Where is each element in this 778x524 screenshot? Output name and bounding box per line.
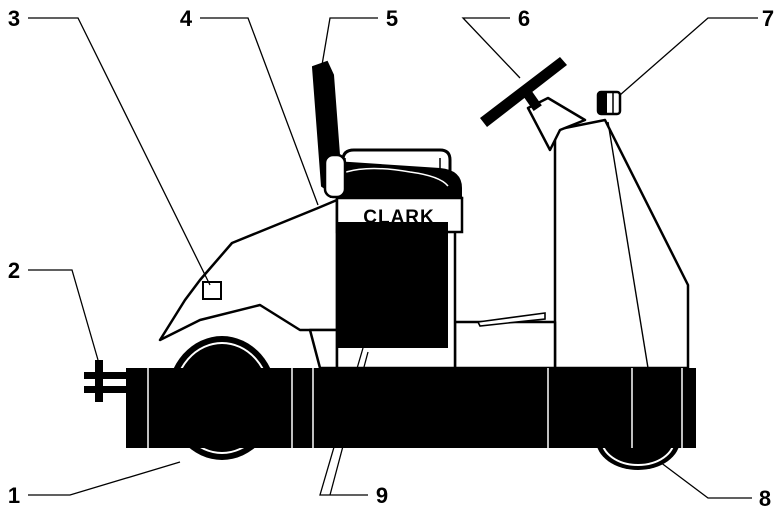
rear-body-crease <box>607 121 649 369</box>
leader-3 <box>28 17 211 286</box>
leader-2 <box>28 269 99 361</box>
rear-body <box>553 118 690 370</box>
callout-2: 2 <box>8 258 20 283</box>
leader-8 <box>659 461 752 499</box>
floor-deck <box>453 320 557 370</box>
callout-5: 5 <box>386 6 398 31</box>
callout-8: 8 <box>759 486 771 511</box>
leader-9 <box>319 347 368 496</box>
steering-wheel <box>480 57 567 127</box>
callout-9: 9 <box>376 483 388 508</box>
callout-6: 6 <box>518 6 530 31</box>
leader-7 <box>619 17 758 96</box>
hood-latch <box>202 281 222 300</box>
wheel-arch <box>308 328 339 370</box>
steering-column <box>526 96 587 152</box>
tow-hitch <box>84 360 134 402</box>
beacon-light <box>596 90 622 116</box>
callout-7: 7 <box>762 6 774 31</box>
access-panel <box>337 222 448 348</box>
seat-cushion <box>327 161 462 198</box>
callout-3: 3 <box>8 6 20 31</box>
chassis-frame <box>126 368 696 448</box>
front-hood <box>158 198 339 342</box>
leader-5 <box>321 17 378 66</box>
leader-1 <box>28 461 181 496</box>
leader-lines <box>28 17 758 499</box>
foot-pedal <box>476 312 546 327</box>
callout-4: 4 <box>180 6 193 31</box>
leader-6 <box>461 17 521 79</box>
seat-armrest <box>323 153 347 199</box>
callout-1: 1 <box>8 483 20 508</box>
leader-4 <box>200 17 319 206</box>
seat-grab-handle <box>341 148 452 198</box>
